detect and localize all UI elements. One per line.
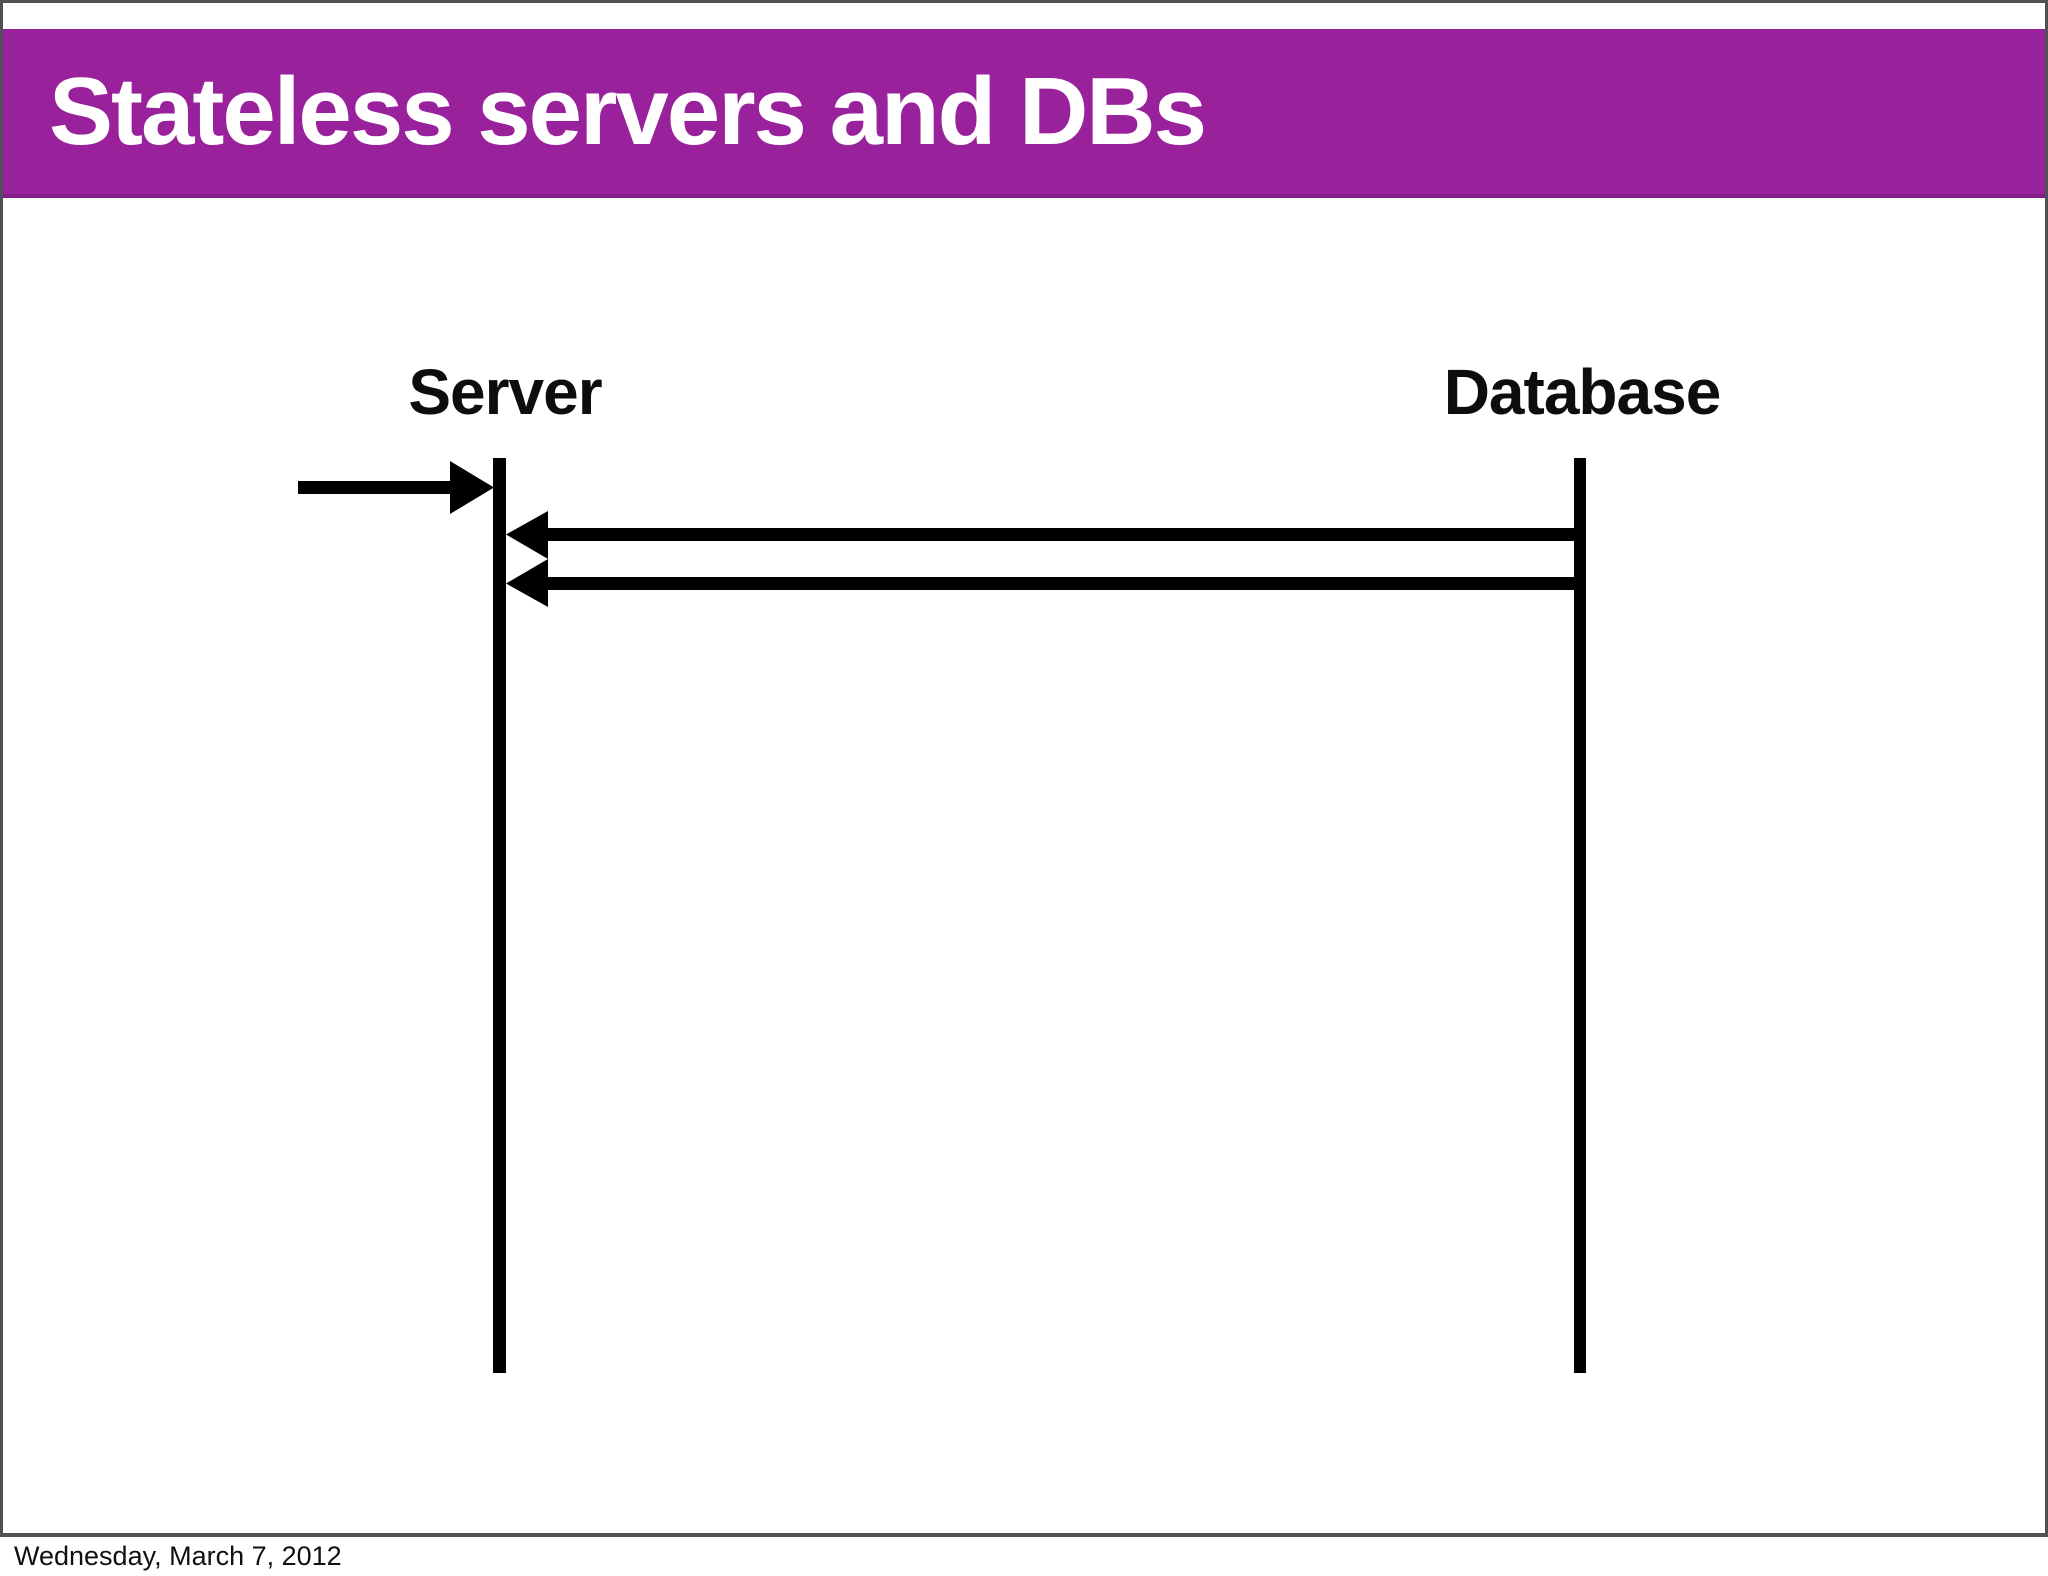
slide-frame-border-left — [0, 0, 3, 1537]
slide-title: Stateless servers and DBs — [49, 57, 1207, 165]
database-lifeline — [1574, 458, 1586, 1373]
db-to-server-arrow-1-icon — [506, 511, 1574, 559]
slide-frame-border-right — [2045, 0, 2048, 1537]
request-arrow-icon — [298, 461, 494, 514]
server-lifeline — [493, 458, 506, 1373]
db-to-server-arrow-2-icon — [506, 559, 1574, 607]
actor-label-server: Server — [408, 356, 602, 428]
slide-frame-border-top — [0, 0, 2048, 3]
slide-title-bar: Stateless servers and DBs — [3, 29, 2045, 198]
slide-frame-border-bottom — [0, 1533, 2048, 1537]
footer-date: Wednesday, March 7, 2012 — [14, 1541, 342, 1571]
actor-label-database: Database — [1443, 356, 1722, 428]
